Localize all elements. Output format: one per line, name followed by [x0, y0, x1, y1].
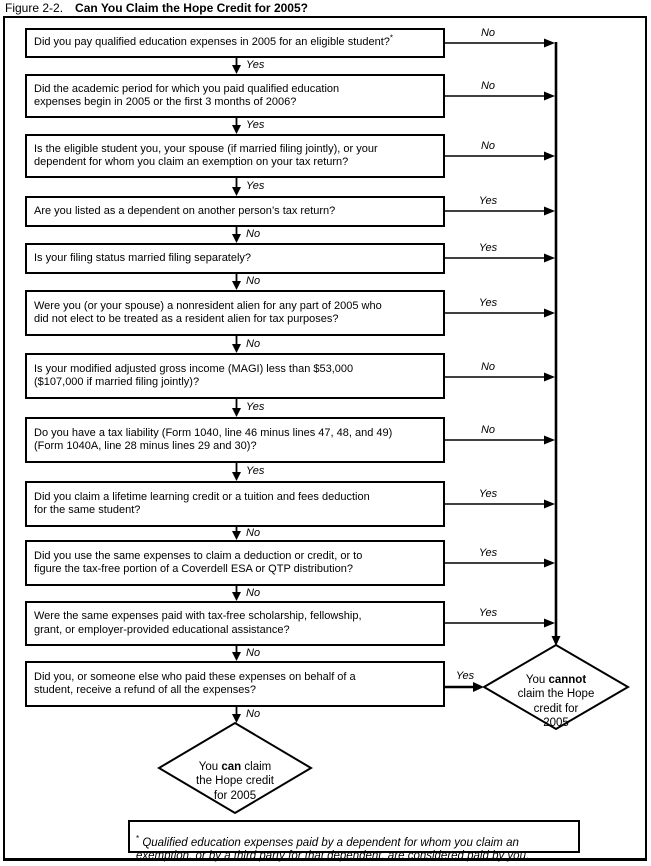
edge-label-no-7: No: [480, 361, 496, 373]
trunk-line: [551, 42, 561, 646]
figure-title: Figure 2-2. Can You Claim the Hope Credit…: [5, 1, 308, 15]
edge-label-yes-4: Yes: [478, 195, 498, 207]
edge-label-down-9: No: [246, 527, 261, 539]
edge-label-down-5: No: [246, 275, 261, 287]
edge-label-down-4: No: [246, 228, 261, 240]
footnote-marker: *: [389, 33, 394, 43]
question-box-10: Did you use the same expenses to claim a…: [25, 540, 445, 586]
edge-label-no-2: No: [480, 80, 496, 92]
footnote-box: * Qualified education expenses paid by a…: [128, 820, 580, 862]
question-text: Is the eligible student you, your spouse…: [34, 142, 378, 169]
question-text: Is your filing status married filing sep…: [34, 251, 252, 264]
edge-label-yes-9: Yes: [478, 488, 498, 500]
question-text: Did you use the same expenses to claim a…: [34, 549, 363, 576]
edge-label-down-1: Yes: [246, 59, 265, 71]
edge-label-down-6: No: [246, 338, 261, 350]
question-text: Did you claim a lifetime learning credit…: [34, 490, 370, 517]
question-text: Did you pay qualified education expenses…: [34, 33, 394, 49]
result-diamond-cannot: [482, 643, 630, 731]
question-box-5: Is your filing status married filing sep…: [25, 243, 445, 274]
question-text: Were you (or your spouse) a nonresident …: [34, 299, 382, 326]
footnote-text: Qualified education expenses paid by a d…: [136, 836, 530, 863]
down-arrowheads: [232, 65, 241, 723]
edge-label-yes-10: Yes: [478, 547, 498, 559]
result-can-text: You can claim the Hope credit for 2005: [196, 760, 274, 802]
edge-label-down-12: No: [246, 708, 261, 720]
edge-label-down-7: Yes: [246, 401, 265, 413]
question-box-12: Did you, or someone else who paid these …: [25, 661, 445, 707]
edge-label-down-10: No: [246, 587, 261, 599]
question-box-6: Were you (or your spouse) a nonresident …: [25, 290, 445, 336]
edge-label-down-2: Yes: [246, 119, 265, 131]
question-text: Is your modified adjusted gross income (…: [34, 362, 354, 389]
question-box-4: Are you listed as a dependent on another…: [25, 196, 445, 227]
chart-border: [3, 16, 647, 861]
edge-label-no-1: No: [480, 27, 496, 39]
question-box-3: Is the eligible student you, your spouse…: [25, 134, 445, 178]
question-box-9: Did you claim a lifetime learning credit…: [25, 481, 445, 527]
down-arrowhead: [551, 636, 561, 646]
question-text: Were the same expenses paid with tax-fre…: [34, 610, 362, 636]
edge-label-down-11: No: [246, 647, 261, 659]
question-box-11: Were the same expenses paid with tax-fre…: [25, 601, 445, 646]
edge-label-no-8: No: [480, 424, 496, 436]
result-diamond-can: [157, 721, 313, 815]
edge-label-yes-6: Yes: [478, 297, 498, 309]
edge-label-yes-5: Yes: [478, 242, 498, 254]
right-arrows: [445, 42, 546, 689]
result-cannot-text: You cannot claim the Hope credit for 200…: [517, 673, 595, 729]
edge-label-no-3: No: [480, 140, 496, 152]
edge-label-yes-12: Yes: [455, 670, 475, 682]
footnote-marker: *: [136, 833, 140, 843]
question-box-8: Do you have a tax liability (Form 1040, …: [25, 417, 445, 463]
right-arrowheads: [473, 38, 555, 692]
edge-label-yes-11: Yes: [478, 607, 498, 619]
figure-number: Figure 2-2.: [5, 1, 64, 15]
question-text: Did the academic period for which you pa…: [34, 82, 340, 109]
question-text: Did you, or someone else who paid these …: [34, 670, 356, 697]
question-box-1: Did you pay qualified education expenses…: [25, 28, 445, 58]
question-text: Are you listed as a dependent on another…: [34, 204, 336, 217]
edge-label-down-8: Yes: [246, 465, 265, 477]
question-box-2: Did the academic period for which you pa…: [25, 74, 445, 118]
question-box-7: Is your modified adjusted gross income (…: [25, 353, 445, 399]
question-text: Do you have a tax liability (Form 1040, …: [34, 426, 393, 453]
edge-label-down-3: Yes: [246, 180, 265, 192]
page-title: Can You Claim the Hope Credit for 2005?: [75, 1, 308, 15]
